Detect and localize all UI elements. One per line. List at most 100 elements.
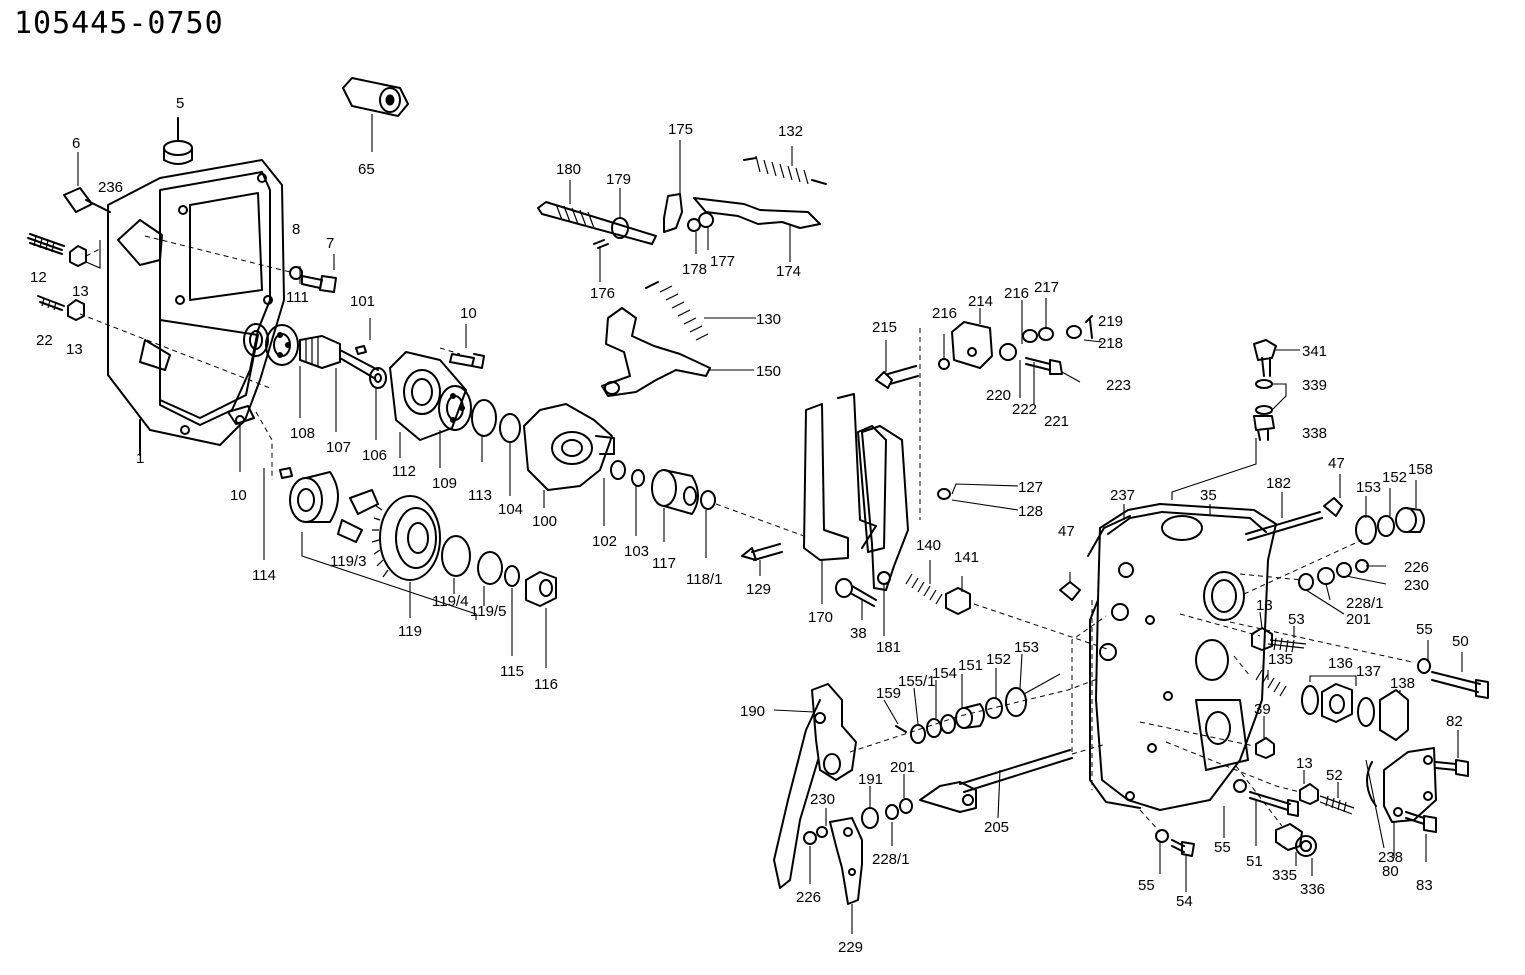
washer-201-lower (899, 798, 913, 814)
label-10-a: 10 (460, 305, 477, 322)
label-65: 65 (358, 161, 375, 178)
label-179: 179 (606, 171, 631, 188)
nut-226-lower (803, 831, 817, 845)
bolt-7 (301, 275, 337, 293)
label-55-b: 55 (1214, 839, 1231, 856)
label-228-1-a: 228/1 (1346, 595, 1384, 612)
label-7: 7 (326, 235, 334, 252)
washer-218 (1066, 325, 1082, 339)
label-228-1-b: 228/1 (872, 851, 910, 868)
label-180: 180 (556, 161, 581, 178)
nut-13-lower (67, 299, 85, 321)
bolt-51 (1249, 791, 1299, 817)
key-114 (279, 467, 293, 479)
bolt-215 (875, 365, 919, 389)
label-130: 130 (756, 311, 781, 328)
lever-175 (663, 140, 683, 233)
lever-229 (829, 817, 863, 934)
label-190: 190 (740, 703, 765, 720)
label-104: 104 (498, 501, 523, 518)
label-201-a: 201 (1346, 611, 1371, 628)
label-216-a: 216 (932, 305, 957, 322)
label-205: 205 (984, 819, 1009, 836)
ring-152-right (1377, 515, 1395, 537)
label-159: 159 (876, 685, 901, 702)
label-201-b: 201 (890, 759, 915, 776)
ring-119-5 (477, 551, 503, 585)
housing-35 (1089, 503, 1277, 811)
washer-155-1 (910, 724, 926, 744)
label-129: 129 (746, 581, 771, 598)
part-labels: 5 6 236 12 13 22 13 8 7 111 1 65 101 10 … (30, 95, 1469, 956)
label-132: 132 (778, 123, 803, 140)
label-181: 181 (876, 639, 901, 656)
label-107: 107 (326, 439, 351, 456)
label-103: 103 (624, 543, 649, 560)
label-217: 217 (1034, 279, 1059, 296)
label-182: 182 (1266, 475, 1291, 492)
label-117: 117 (652, 555, 676, 572)
lever-plate-170 (803, 393, 887, 561)
shaft-107 (299, 335, 379, 379)
label-53: 53 (1288, 611, 1305, 628)
gasket-237 (1087, 515, 1131, 557)
screw-10-upper (449, 353, 485, 369)
label-8: 8 (292, 221, 300, 238)
washer-154 (926, 714, 956, 738)
ring-137 (1357, 697, 1375, 727)
label-215: 215 (872, 319, 897, 336)
plate-174 (693, 197, 821, 262)
label-136: 136 (1328, 655, 1353, 672)
label-341: 341 (1302, 343, 1327, 360)
nut-141 (945, 587, 971, 615)
label-13-d: 13 (1296, 755, 1313, 772)
bolt-52 (1319, 795, 1355, 815)
label-101: 101 (350, 293, 375, 310)
label-138: 138 (1390, 675, 1415, 692)
screw-221 (1025, 357, 1063, 375)
bolt-38 (835, 578, 877, 607)
washer-336 (1295, 835, 1317, 857)
leader-lines (263, 146, 1463, 892)
label-137: 137 (1356, 663, 1381, 680)
label-115: 115 (500, 663, 524, 680)
label-127: 127 (1018, 479, 1043, 496)
washer-8 (289, 266, 303, 280)
label-152-b: 152 (986, 651, 1011, 668)
spring-140 (905, 573, 943, 605)
label-116: 116 (534, 676, 558, 693)
block-214 (951, 321, 993, 369)
label-112: 112 (392, 463, 416, 480)
sleeve-117 (651, 469, 699, 515)
label-236: 236 (98, 179, 123, 196)
label-47-b: 47 (1328, 455, 1345, 472)
label-114: 114 (252, 567, 276, 584)
label-13-b: 13 (66, 341, 83, 358)
ring-111 (243, 323, 269, 357)
label-47-a: 47 (1058, 523, 1075, 540)
label-177: 177 (710, 253, 735, 270)
snap-ring-153-right (1355, 515, 1377, 545)
washer-191 (861, 807, 879, 829)
screw-6 (63, 152, 111, 213)
nut-13-upper (69, 245, 87, 267)
key-101 (355, 345, 367, 355)
label-170: 170 (808, 609, 833, 626)
bolt-12 (27, 233, 65, 255)
washer-228-1-right (1317, 567, 1335, 585)
label-106: 106 (362, 447, 387, 464)
screw-10-lower (227, 405, 255, 472)
lever-150 (601, 307, 711, 397)
washer-127 (937, 488, 951, 500)
spring-179 (555, 203, 595, 229)
label-35: 35 (1200, 487, 1217, 504)
gear-119 (371, 495, 441, 581)
label-222: 222 (1012, 401, 1037, 418)
label-55-a: 55 (1416, 621, 1433, 638)
label-158: 158 (1408, 461, 1433, 478)
ring-136-a (1301, 685, 1319, 715)
ring-152-lower (985, 697, 1003, 719)
bolt-50 (1431, 671, 1489, 699)
washer-118-1 (700, 490, 716, 510)
